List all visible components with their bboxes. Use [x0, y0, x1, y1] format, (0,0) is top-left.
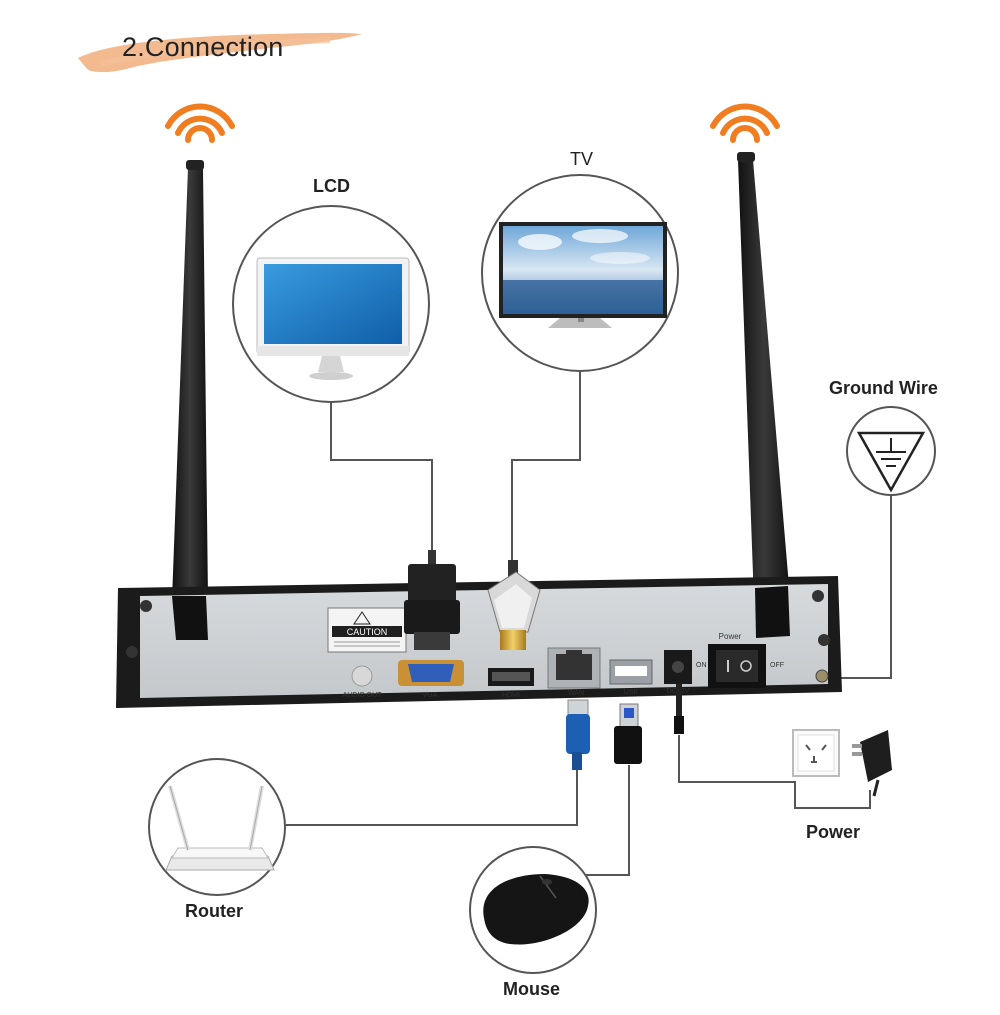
- off-label: OFF: [770, 662, 784, 669]
- mouse-label: Mouse: [503, 979, 561, 999]
- on-label: ON: [696, 662, 707, 669]
- hdmi-port-label: HDMI: [502, 692, 520, 699]
- power-label: Power: [806, 822, 861, 842]
- right-antenna: [737, 152, 792, 637]
- caution-label: CAUTION: [347, 627, 388, 637]
- ground-wire-label: Ground Wire: [829, 378, 938, 398]
- lcd-bubble: [232, 205, 430, 403]
- connection-lines: [285, 372, 892, 876]
- tv-label: TV: [570, 149, 594, 169]
- power-source: [792, 729, 892, 797]
- router-icon: [165, 785, 275, 871]
- wifi-icon-left: [165, 103, 235, 143]
- router-bubble: [148, 758, 286, 896]
- ground-bubble: [846, 406, 936, 496]
- ground-icon: [856, 431, 926, 493]
- power-switch-label: Power: [719, 632, 742, 641]
- tv-icon: [499, 222, 667, 328]
- ethernet-cable: [566, 699, 590, 770]
- router-label: Router: [185, 901, 243, 921]
- usb-cable: [614, 703, 642, 764]
- ground-line: [835, 495, 892, 679]
- audio-out-label: AUDIO OUT: [343, 692, 383, 699]
- mouse-line: [585, 765, 630, 876]
- vga-cable: [404, 550, 460, 650]
- lcd-line: [330, 400, 433, 560]
- power-adapter-icon: [852, 730, 892, 797]
- left-antenna: [168, 160, 212, 640]
- vga-label: VGA: [423, 692, 438, 699]
- wan-port-label: WAN: [568, 690, 584, 697]
- power-line: [678, 735, 871, 809]
- monitor-icon: [256, 257, 410, 380]
- nvr-rear-panel: CAUTION AUDIO OUT VGA HDMI WAN USB DC12V…: [116, 576, 842, 708]
- brush-stroke: [78, 32, 362, 73]
- title-banner: 2.Connection: [70, 20, 370, 80]
- hdmi-cable: [487, 560, 541, 650]
- lcd-label: LCD: [313, 176, 350, 196]
- mouse-bubble: [469, 846, 597, 974]
- router-line: [285, 770, 578, 826]
- mouse-icon: [483, 874, 589, 945]
- tv-line: [511, 372, 581, 578]
- usb-port-label: USB: [624, 689, 639, 696]
- page-title: 2.Connection: [122, 32, 284, 62]
- dc-plug: [674, 684, 684, 734]
- tv-bubble: [481, 174, 679, 372]
- wifi-icon-right: [710, 103, 780, 143]
